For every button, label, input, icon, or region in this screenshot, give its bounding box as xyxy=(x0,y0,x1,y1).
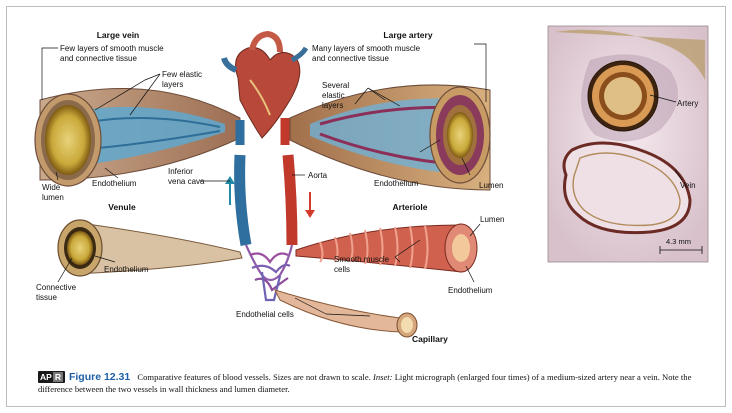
arteriole-drawing xyxy=(296,224,477,272)
label-large-artery: Large artery xyxy=(383,30,432,40)
label-wide-lumen-1: Wide xyxy=(42,183,61,192)
large-vein-drawing xyxy=(35,88,240,186)
label-connective-tissue-2: tissue xyxy=(36,293,57,302)
inset-scale-bar-label: 4.3 mm xyxy=(666,237,691,246)
label-arteriole: Arteriole xyxy=(393,202,428,212)
label-artery-many-layers-2: and connective tissue xyxy=(312,54,389,63)
caption-inset-label: Inset: xyxy=(373,372,393,382)
capillary-bed-drawing xyxy=(246,245,292,300)
flow-arrow-up xyxy=(225,176,235,205)
flow-arrow-down xyxy=(305,192,315,218)
inset-label-artery: Artery xyxy=(677,99,698,108)
label-vein-few-layers-2: and connective tissue xyxy=(60,54,137,63)
label-artery-many-layers-1: Many layers of smooth muscle xyxy=(312,44,421,53)
label-vein-few-layers-1: Few layers of smooth muscle xyxy=(60,44,164,53)
label-large-vein: Large vein xyxy=(97,30,140,40)
figure-number: Figure 12.31 xyxy=(69,371,130,383)
label-venule: Venule xyxy=(108,202,136,212)
label-few-elastic-2: layers xyxy=(162,80,183,89)
label-endothelium-vein: Endothelium xyxy=(92,179,137,188)
label-smooth-muscle-1: Smooth muscle xyxy=(334,255,390,264)
apr-badge-ap: AP xyxy=(40,372,52,382)
label-endothelium-venule: Endothelium xyxy=(104,265,149,274)
label-several-elastic-2: elastic xyxy=(322,91,345,100)
label-several-elastic-1: Several xyxy=(322,81,349,90)
apr-badge-r: R xyxy=(53,372,63,382)
label-wide-lumen-2: lumen xyxy=(42,193,64,202)
micrograph-inset: Artery Vein 4.3 mm xyxy=(548,26,708,262)
label-endothelium-arteriole: Endothelium xyxy=(448,286,493,295)
capillary-drawing xyxy=(275,290,417,337)
label-aorta: Aorta xyxy=(308,171,328,180)
label-inferior-vena-cava-2: vena cava xyxy=(168,177,205,186)
label-endothelium-artery: Endothelium xyxy=(374,179,419,188)
label-lumen-artery: Lumen xyxy=(479,181,503,190)
label-endothelial-cells: Endothelial cells xyxy=(236,310,294,319)
label-several-elastic-3: layers xyxy=(322,101,343,110)
venule-drawing xyxy=(58,220,242,276)
label-few-elastic-1: Few elastic xyxy=(162,70,202,79)
caption-text-1: Comparative features of blood vessels. S… xyxy=(137,372,370,382)
inset-label-vein: Vein xyxy=(680,181,696,190)
label-smooth-muscle-2: cells xyxy=(334,265,350,274)
label-connective-tissue-1: Connective xyxy=(36,283,77,292)
label-capillary: Capillary xyxy=(412,334,448,344)
label-inferior-vena-cava-1: Inferior xyxy=(168,167,193,176)
label-lumen-arteriole: Lumen xyxy=(480,215,504,224)
